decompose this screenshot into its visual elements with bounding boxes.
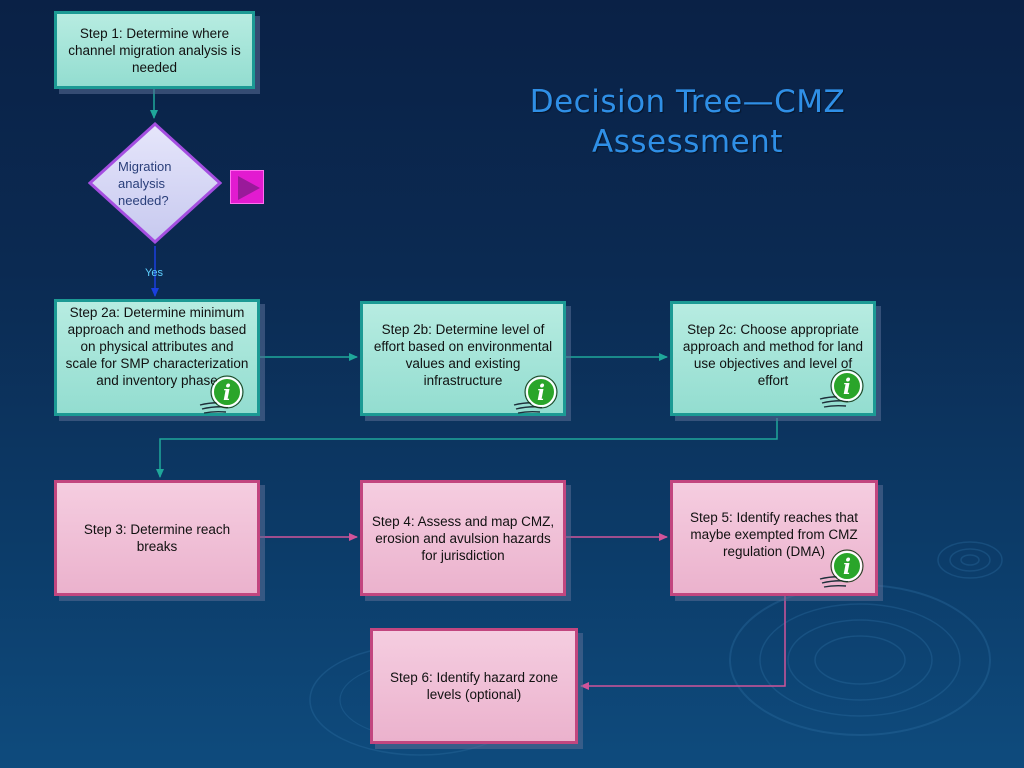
decision-diamond[interactable]: Migration analysis needed?	[88, 122, 222, 244]
step4-box[interactable]: Step 4: Assess and map CMZ, erosion and …	[360, 480, 566, 596]
step4-text: Step 4: Assess and map CMZ, erosion and …	[371, 513, 555, 563]
step2c-info-button[interactable]: i	[818, 366, 870, 410]
svg-text:i: i	[843, 374, 851, 399]
step5-text: Step 5: Identify reaches that maybe exem…	[689, 509, 859, 559]
step2b-text: Step 2b: Determine level of effort based…	[373, 321, 553, 388]
step2a-info-button[interactable]: i	[198, 372, 250, 416]
step3-text: Step 3: Determine reach breaks	[83, 522, 231, 554]
play-button[interactable]	[230, 170, 264, 204]
step2a-box[interactable]: Step 2a: Determine minimum approach and …	[54, 299, 260, 416]
step1-text: Step 1: Determine where channel migratio…	[68, 25, 241, 75]
step3-box[interactable]: Step 3: Determine reach breaks	[54, 480, 260, 596]
step1-box[interactable]: Step 1: Determine where channel migratio…	[54, 11, 255, 89]
svg-text:i: i	[843, 554, 851, 579]
decision-text: Migration analysis needed?	[118, 159, 172, 208]
step2c-text: Step 2c: Choose appropriate approach and…	[682, 321, 864, 388]
arrow-step5-to-step6	[580, 592, 786, 690]
step2a-text: Step 2a: Determine minimum approach and …	[65, 305, 249, 388]
info-icon: i	[199, 375, 244, 414]
arrow-step2c-to-step3	[156, 418, 778, 478]
diamond-shape	[88, 122, 222, 244]
info-icon: i	[819, 549, 864, 588]
step6-text: Step 6: Identify hazard zone levels (opt…	[389, 670, 559, 702]
step6-box[interactable]: Step 6: Identify hazard zone levels (opt…	[370, 628, 578, 744]
title-line-1: Decision Tree—CMZ	[529, 84, 846, 120]
title-line-2: Assessment	[592, 124, 783, 160]
play-triangle-icon	[238, 176, 260, 200]
slide-title: Decision Tree—CMZ Assessment	[490, 82, 885, 162]
svg-text:i: i	[537, 380, 545, 405]
step5-info-button[interactable]: i	[818, 546, 870, 590]
step2b-info-button[interactable]: i	[512, 372, 564, 416]
yes-label: Yes	[145, 267, 163, 279]
info-icon: i	[513, 375, 558, 414]
info-icon: i	[819, 369, 864, 408]
svg-text:i: i	[223, 380, 231, 405]
